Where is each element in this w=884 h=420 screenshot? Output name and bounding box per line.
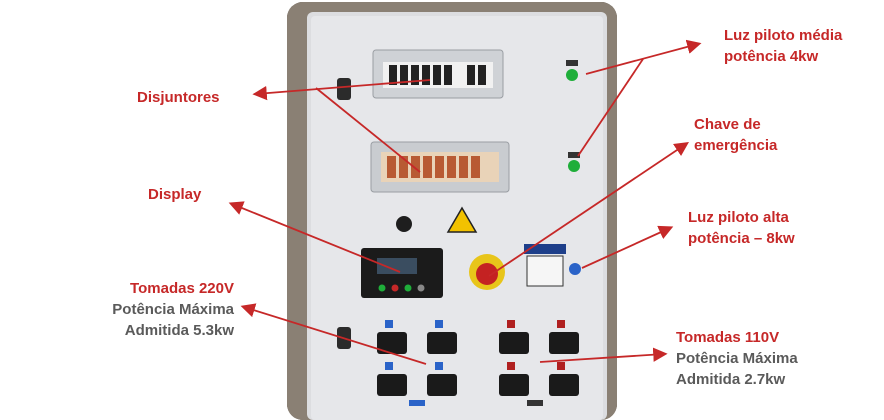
- label-luz-piloto-media: Luz piloto média potência 4kw: [724, 25, 842, 67]
- panel-photo: [287, 2, 617, 420]
- tomadas-110v-sub1: Potência Máxima: [676, 350, 798, 367]
- label-chave-line2: emergência: [694, 137, 778, 154]
- label-disjuntores: Disjuntores: [137, 89, 220, 106]
- tomadas-220v-title: Tomadas 220V: [130, 280, 234, 297]
- label-display: Display: [148, 186, 202, 203]
- label-tomadas-110v: Tomadas 110V Potência Máxima Admitida 2.…: [676, 327, 798, 390]
- tomadas-110v-sub2: Admitida 2.7kw: [676, 371, 786, 388]
- tomadas-220v-sub1: Potência Máxima: [112, 301, 234, 318]
- label-luz-piloto-alta: Luz piloto alta potência – 8kw: [688, 207, 795, 249]
- label-luz-alta-line2: potência – 8kw: [688, 230, 795, 247]
- label-chave-emergencia: Chave de emergência: [694, 114, 777, 156]
- tomadas-220v-sub2: Admitida 5.3kw: [124, 322, 234, 339]
- label-luz-media-line1: Luz piloto média: [724, 27, 843, 44]
- label-tomadas-220v: Tomadas 220V Potência Máxima Admitida 5.…: [82, 278, 234, 341]
- label-luz-alta-line1: Luz piloto alta: [688, 209, 789, 226]
- label-luz-media-line2: potência 4kw: [724, 48, 819, 65]
- label-chave-line1: Chave de: [694, 116, 761, 133]
- tomadas-110v-title: Tomadas 110V: [676, 329, 780, 346]
